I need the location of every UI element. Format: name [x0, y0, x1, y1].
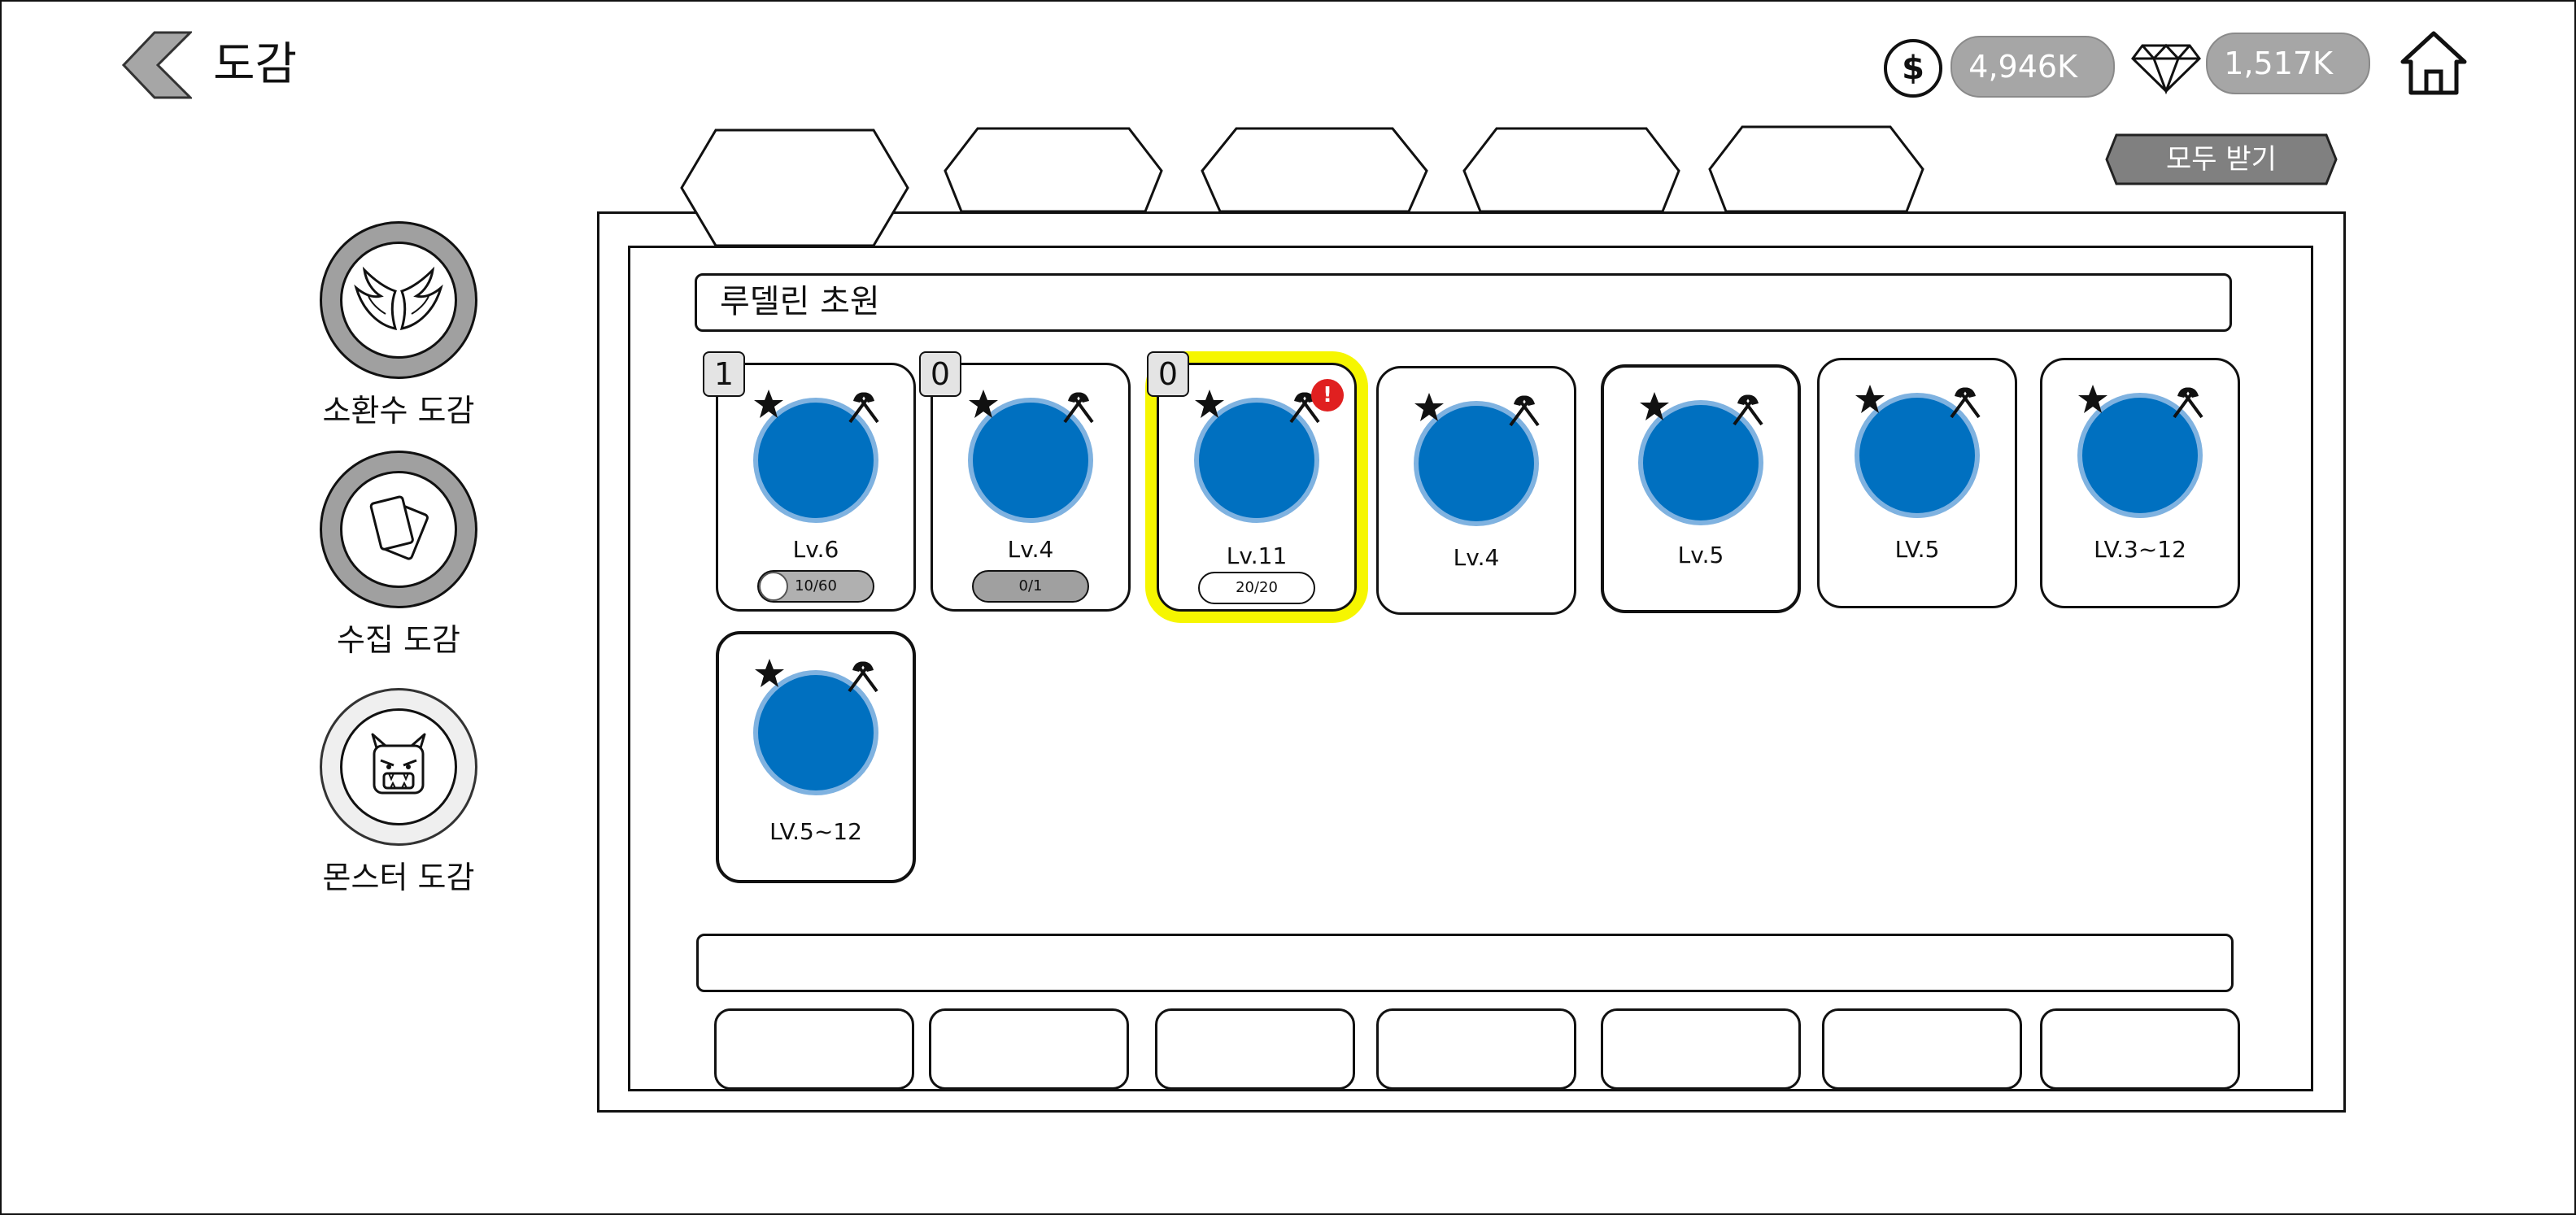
cards-icon [340, 471, 457, 588]
coin-amount: 4,946K [1951, 36, 2115, 98]
monster-icon [340, 708, 457, 825]
star-icon [753, 657, 786, 690]
sidebar-item-label: 몬스터 도감 [322, 860, 475, 895]
summon-portrait [1194, 398, 1319, 523]
sidebar-icon-ring [320, 688, 477, 846]
card-progress-label: 10/60 [795, 577, 837, 594]
star-icon [1193, 388, 1226, 420]
reward-slot-7[interactable] [2040, 1008, 2240, 1090]
claim-all-button[interactable]: 모두 받기 [2105, 133, 2338, 185]
tab-2[interactable] [944, 127, 1163, 213]
card-progress: 0/1 [972, 570, 1089, 603]
progress-knob [759, 572, 788, 601]
star-icon [2077, 383, 2109, 416]
stage-title-bar: 루델린 초원 [695, 273, 2232, 332]
summon-portrait [753, 398, 878, 523]
card-level: Lv.5 [1677, 542, 1724, 568]
summon-card[interactable]: Lv.6 10/60 [716, 363, 916, 612]
summon-card[interactable]: Lv.4 [1376, 366, 1576, 615]
crossed-axes-icon [1504, 393, 1545, 427]
card-level: Lv.4 [1453, 544, 1500, 571]
card-progress: 20/20 [1198, 572, 1315, 604]
home-icon[interactable] [2399, 29, 2468, 96]
sidebar-item-monster-collection[interactable]: 몬스터 도감 [285, 688, 512, 897]
crossed-axes-icon [1945, 385, 1985, 419]
summon-card[interactable]: LV.3~12 [2040, 358, 2240, 608]
reward-slot-1[interactable] [714, 1008, 914, 1090]
reward-slot-3[interactable] [1155, 1008, 1355, 1090]
star-icon [1638, 390, 1671, 423]
wings-icon [340, 242, 457, 359]
star-icon [752, 388, 785, 420]
summon-portrait [968, 398, 1093, 523]
tab-3[interactable] [1201, 127, 1428, 213]
card-progress: 10/60 [757, 570, 874, 603]
reward-slot-4[interactable] [1376, 1008, 1576, 1090]
tab-1[interactable] [680, 128, 909, 247]
summon-portrait [1638, 400, 1763, 525]
tab-4[interactable] [1462, 127, 1680, 213]
dollar-coin-icon: $ [1883, 38, 1943, 98]
crossed-axes-icon [843, 390, 884, 424]
summon-portrait [1414, 401, 1539, 526]
card-level: LV.5~12 [769, 818, 862, 845]
summon-portrait [1855, 393, 1980, 518]
card-count-badge: 1 [703, 351, 745, 397]
card-level: LV.5 [1894, 536, 1940, 563]
star-icon [1413, 391, 1445, 424]
back-chevron-icon[interactable] [122, 31, 192, 99]
summon-portrait [753, 670, 878, 795]
sidebar-icon-ring [320, 221, 477, 379]
sidebar-item-summon-collection[interactable]: 소환수 도감 [285, 221, 512, 430]
summon-card[interactable]: Lv.5 [1601, 364, 1801, 613]
alert-badge: ! [1311, 379, 1344, 412]
card-count-badge: 0 [1147, 351, 1189, 397]
stage-info-bar [696, 934, 2234, 992]
reward-slot-6[interactable] [1822, 1008, 2022, 1090]
sidebar-icon-ring [320, 451, 477, 608]
summon-portrait [2077, 393, 2203, 518]
crossed-axes-icon [1728, 392, 1768, 426]
reward-slot-5[interactable] [1601, 1008, 1801, 1090]
card-count-badge: 0 [919, 351, 961, 397]
card-level: Lv.4 [1007, 536, 1054, 563]
sidebar-item-label: 수집 도감 [337, 622, 460, 658]
tab-5[interactable] [1708, 125, 1924, 213]
reward-slot-2[interactable] [929, 1008, 1129, 1090]
summon-card[interactable]: LV.5~12 [716, 631, 916, 883]
card-level: Lv.6 [792, 536, 839, 563]
star-icon [1854, 383, 1886, 416]
svg-text:$: $ [1902, 50, 1924, 87]
gem-amount: 1,517K [2206, 33, 2370, 94]
crossed-axes-icon [843, 659, 883, 693]
page-title: 도감 [213, 38, 298, 91]
summon-card[interactable]: LV.5 [1817, 358, 2017, 608]
summon-card[interactable]: Lv.4 0/1 [931, 363, 1131, 612]
claim-all-label: 모두 받기 [2166, 143, 2277, 176]
star-icon [967, 388, 1000, 420]
summon-card-selected[interactable]: Lv.11 20/20 [1157, 363, 1357, 612]
crossed-axes-icon [2168, 385, 2208, 419]
sidebar-item-label: 소환수 도감 [322, 393, 475, 429]
card-level: LV.3~12 [2094, 536, 2186, 563]
crossed-axes-icon [1058, 390, 1099, 424]
card-level: Lv.11 [1226, 542, 1288, 569]
sidebar-item-item-collection[interactable]: 수집 도감 [285, 451, 512, 660]
diamond-icon [2129, 42, 2203, 94]
